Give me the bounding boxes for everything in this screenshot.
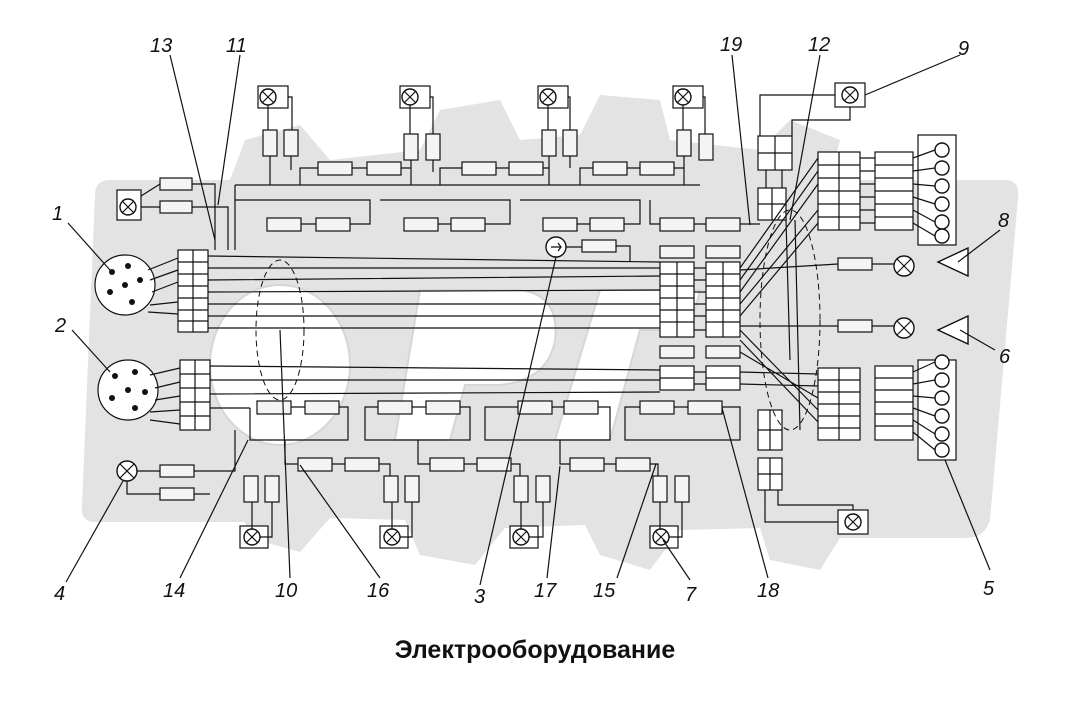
terminal-block-lower-left: [179, 359, 211, 431]
callout-14: 14: [163, 580, 185, 602]
callout-7: 7: [685, 584, 697, 606]
callout-18: 18: [757, 580, 779, 602]
lamp-4: [116, 430, 236, 501]
callout-6: 6: [999, 346, 1011, 368]
callout-11: 11: [226, 35, 247, 57]
harness-loop-10: [255, 259, 305, 401]
connector-2: [97, 359, 159, 421]
callout-10: 10: [275, 580, 297, 602]
callout-3: 3: [474, 586, 485, 608]
switch-block-upper: [817, 151, 914, 231]
lamp-9: [759, 82, 866, 136]
top-lamp-group-1: [257, 85, 299, 185]
harness-loop-right: [759, 209, 821, 431]
harness-main: [207, 184, 700, 409]
callout-8: 8: [998, 210, 1009, 232]
callout-4: 4: [54, 583, 65, 605]
top-lamp-group-2: [399, 85, 441, 185]
callout-5: 5: [983, 578, 995, 600]
terminal-block-center-right: [659, 245, 741, 391]
top-lamp-group-4: [672, 85, 714, 185]
callout-15: 15: [593, 580, 616, 602]
lamp-stack-upper: [912, 134, 957, 246]
terminal-block-upper-left: [177, 249, 209, 333]
bottom-lamp-group-1: [239, 475, 280, 549]
lamp-right-upper: [739, 255, 915, 277]
indicator-6: [936, 314, 969, 346]
callout-13: 13: [150, 35, 172, 57]
callout-1: 1: [52, 203, 63, 225]
switch-block-lower: [817, 365, 914, 441]
callouts: 1 2 3 4 5 6 7 8 9 10 11 12 13 14 15 16 1…: [52, 34, 1011, 608]
callout-2: 2: [54, 315, 66, 337]
callout-9: 9: [958, 38, 969, 60]
lamp-top-left: [116, 177, 229, 250]
connector-chain-mid: [235, 199, 760, 232]
bottom-lamp-group-4: [649, 475, 690, 549]
fuse-block-12: [757, 135, 793, 221]
harness-right: [739, 157, 819, 431]
connector-chain-top: [299, 161, 684, 185]
top-lamp-group-3: [537, 85, 578, 185]
lamp-6: [740, 317, 915, 339]
lamp-stack-5: [912, 354, 957, 461]
bottom-lamp-group-2: [379, 475, 420, 549]
callout-16: 16: [367, 580, 390, 602]
callout-19: 19: [720, 34, 742, 56]
fuse-block-lower-right: [757, 409, 869, 535]
bottom-lamp-group-3: [509, 475, 551, 549]
callout-17: 17: [534, 580, 557, 602]
indicator-8: [936, 246, 969, 278]
diagram-caption: Электрооборудование: [394, 636, 676, 664]
connector-chain-lower: [249, 400, 741, 476]
callout-12: 12: [808, 34, 830, 56]
